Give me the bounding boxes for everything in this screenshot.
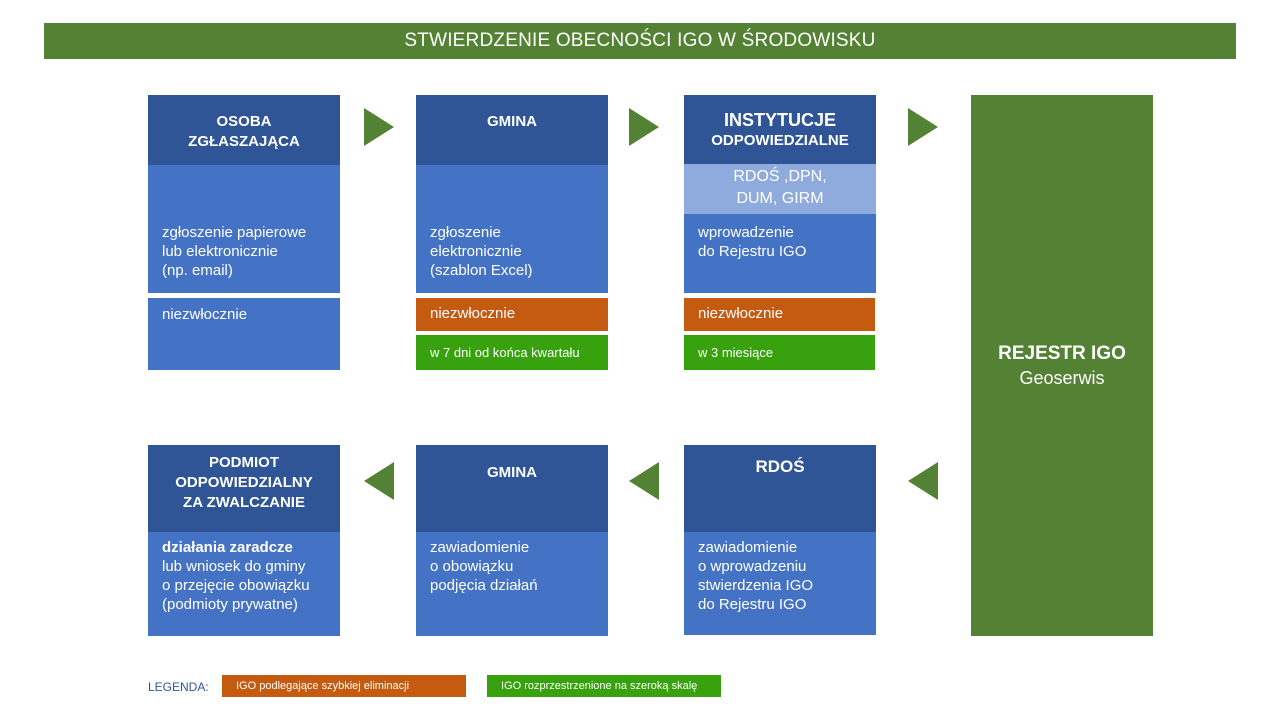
legend-green-text: IGO rozprzestrzenione na szeroką skalę: [501, 680, 698, 692]
institutions-header-big: INSTYTUCJE: [723, 110, 837, 130]
registry-subtitle: Geoserwis: [1019, 367, 1105, 388]
responsible-entity-body-bold: działania zaradcze: [162, 539, 293, 556]
responsible-entity-body-line: lub wniosek do gminy: [162, 558, 306, 575]
gmina-bottom-body-line: o obowiązku: [430, 558, 514, 575]
responsible-entity-header-line: PODMIOT: [209, 454, 279, 471]
reporter-header-line: ZGŁASZAJĄCA: [188, 133, 300, 150]
gmina-body-line: elektronicznie: [430, 243, 522, 260]
gmina-term-green-text: w 7 dni od końca kwartału: [430, 345, 580, 360]
institutions-body: wprowadzenie do Rejestru IGO: [684, 214, 876, 293]
gmina-term-orange-text: niezwłocznie: [430, 305, 516, 322]
gmina-bottom-header-text: GMINA: [487, 464, 537, 481]
responsible-entity-header-line: ZA ZWALCZANIE: [183, 494, 305, 511]
reporter-term-text: niezwłocznie: [162, 306, 248, 323]
institutions-term-orange-text: niezwłocznie: [698, 305, 784, 322]
responsible-entity-body-line: (podmioty prywatne): [162, 596, 298, 613]
gmina-bottom-header: GMINA: [416, 445, 608, 532]
legend-label: LEGENDA:: [148, 680, 209, 694]
diagram-title: STWIERDZENIE OBECNOŚCI IGO W ŚRODOWISKU: [44, 23, 1236, 59]
arrow-left-icon: [629, 462, 659, 500]
gmina-body-line: zgłoszenie: [430, 224, 501, 241]
reporter-header-line: OSOBA: [216, 113, 272, 130]
arrow-left-icon: [908, 462, 938, 500]
rdos-body: zawiadomienie o wprowadzeniu stwierdzeni…: [684, 532, 876, 635]
institutions-term-green: w 3 miesiące: [684, 335, 875, 370]
legend-orange: IGO podlegające szybkiej eliminacji: [222, 675, 466, 697]
rdos-body-line: zawiadomienie: [698, 539, 798, 556]
reporter-body-line: (np. email): [162, 262, 233, 279]
institutions-header-small: ODPOWIEDZIALNE: [711, 132, 849, 149]
gmina-bottom-body-line: zawiadomienie: [430, 539, 530, 556]
legend-green: IGO rozprzestrzenione na szeroką skalę: [487, 675, 721, 697]
institutions-body-line: do Rejestru IGO: [698, 243, 807, 260]
institutions-sub-line: RDOŚ ,DPN,: [733, 168, 827, 185]
institutions-term-green-text: w 3 miesiące: [698, 345, 774, 360]
rdos-body-line: stwierdzenia IGO: [698, 577, 814, 594]
gmina-term-orange: niezwłocznie: [416, 298, 608, 331]
legend-orange-text: IGO podlegające szybkiej eliminacji: [236, 680, 410, 692]
institutions-sub-line: DUM, GIRM: [736, 190, 824, 207]
institutions-header: INSTYTUCJE ODPOWIEDZIALNE: [684, 95, 876, 164]
gmina-bottom-body: zawiadomienie o obowiązku podjęcia dział…: [416, 532, 608, 636]
gmina-body: zgłoszenie elektronicznie (szablon Excel…: [416, 165, 608, 293]
arrow-right-icon: [364, 108, 394, 146]
gmina-body-line: (szablon Excel): [430, 262, 533, 279]
responsible-entity-body: działania zaradcze lub wniosek do gminy …: [148, 532, 340, 636]
gmina-bottom-body-line: podjęcia działań: [430, 577, 538, 594]
rdos-header: RDOŚ: [684, 445, 876, 532]
arrow-left-icon: [364, 462, 394, 500]
reporter-header: OSOBA ZGŁASZAJĄCA: [148, 95, 340, 165]
responsible-entity-header: PODMIOT ODPOWIEDZIALNY ZA ZWALCZANIE: [148, 445, 340, 532]
responsible-entity-header-line: ODPOWIEDZIALNY: [175, 474, 313, 491]
arrow-right-icon: [908, 108, 938, 146]
gmina-header-text: GMINA: [487, 113, 537, 130]
gmina-header: GMINA: [416, 95, 608, 165]
rdos-body-line: o wprowadzeniu: [698, 558, 807, 575]
gmina-term-green: w 7 dni od końca kwartału: [416, 335, 608, 370]
reporter-body-line: lub elektronicznie: [162, 243, 278, 260]
reporter-term: niezwłocznie: [148, 298, 340, 370]
responsible-entity-body-line: o przejęcie obowiązku: [162, 577, 310, 594]
institutions-subheader: RDOŚ ,DPN, DUM, GIRM: [684, 164, 876, 214]
registry-box: REJESTR IGO Geoserwis: [971, 95, 1153, 636]
rdos-body-line: do Rejestru IGO: [698, 596, 807, 613]
reporter-body-line: zgłoszenie papierowe: [162, 224, 307, 241]
registry-title: REJESTR IGO: [998, 342, 1126, 364]
institutions-body-line: wprowadzenie: [698, 224, 794, 241]
institutions-term-orange: niezwłocznie: [684, 298, 875, 331]
rdos-header-text: RDOŚ: [755, 457, 805, 476]
reporter-body: zgłoszenie papierowe lub elektronicznie …: [148, 165, 340, 293]
arrow-right-icon: [629, 108, 659, 146]
